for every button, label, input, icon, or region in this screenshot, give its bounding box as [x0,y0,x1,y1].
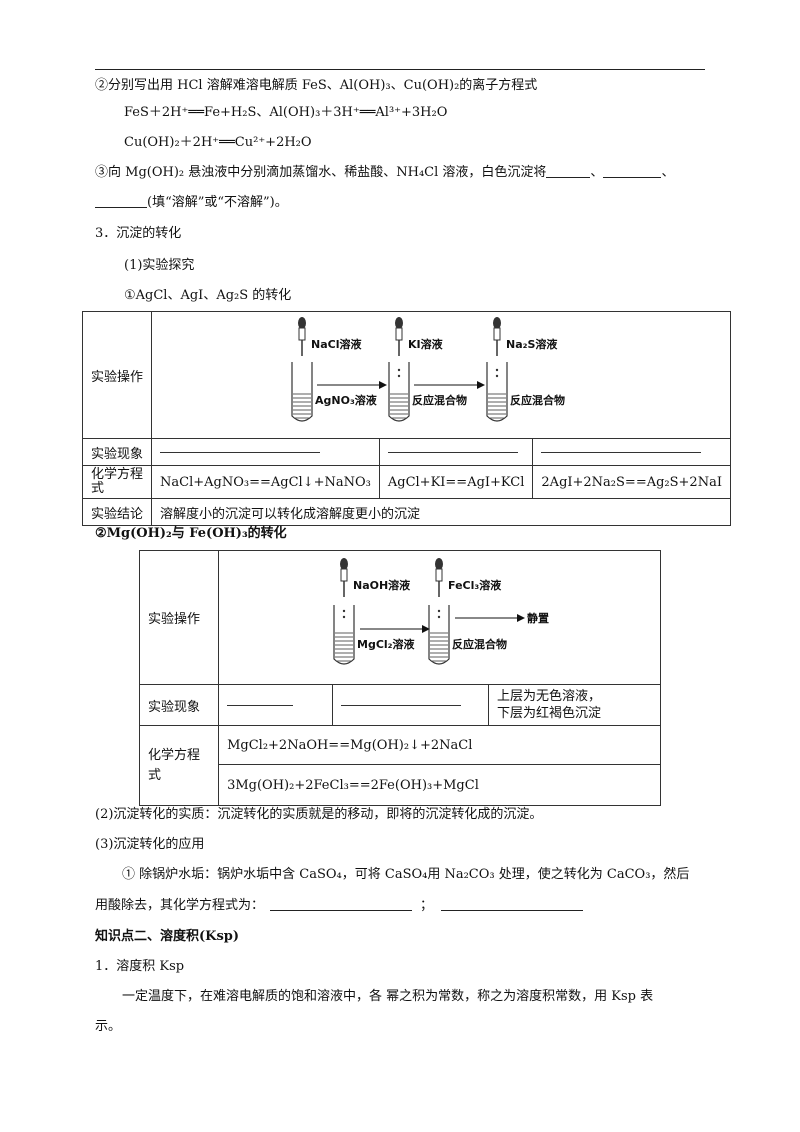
section2b-title: ②Mg(OH)₂与 Fe(OH)₃的转化 [95,526,287,541]
conclusion-cell: 溶解度小的沉淀可以转化成溶解度更小的沉淀 [151,498,731,526]
q3-separator: 、 [661,165,675,180]
tube-label-1: AgNO₃溶液 [315,393,378,407]
answer-blank-eq2[interactable] [441,898,584,911]
boiler-line-2: 用酸除去，其化学方程式为： ； [95,897,584,915]
phenomenon-line-1: 上层为无色溶液， [497,689,602,704]
q3-separator: 、 [590,165,604,180]
answer-blank-eq1[interactable] [270,898,413,911]
equation-fes-aloh3: FeS＋2H⁺══Fe+H₂S、Al(OH)₃＋3H⁺══Al³⁺+3H₂O [124,105,448,120]
test-tube-diagram-1: NaCl溶液 AgNO₃溶液 KI溶液 [291,317,565,422]
answer-blank-hcl[interactable] [603,165,662,178]
test-tube-1: AgNO₃溶液 [291,362,378,422]
q3-text: ③向 Mg(OH)₂ 悬浊液中分别滴加蒸馏水、稀盐酸、NH₄Cl 溶液，白色沉淀… [95,165,547,180]
experiment-diagram-1: NaCl溶液 AgNO₃溶液 KI溶液 [151,311,731,439]
table-mgoh2-feoh3: 实验操作 NaOH溶液 [138,550,661,806]
dropper-label-3: Na₂S溶液 [506,337,558,351]
q3-line-2: (填“溶解”或“不溶解”)。 [95,194,288,212]
ksp-subtitle: 1．溶度积 Ksp [95,959,185,974]
tube-label-mgcl2: MgCl₂溶液 [357,637,415,651]
equation-cell-2: AgCl+KI==AgI+KCl [378,465,534,499]
section3-sub1a: ①AgCl、AgI、Ag₂S 的转化 [124,288,292,303]
application-title: (3)沉淀转化的应用 [95,837,205,852]
dropper-label-1: NaCl溶液 [311,337,362,351]
q2-title: ②分别写出用 HCl 溶解难溶电解质 FeS、Al(OH)₃、Cu(OH)₂的离… [95,78,538,93]
dropper-label-2: KI溶液 [408,337,444,351]
row-label-phenomenon: 实验现象 [81,438,153,466]
row-label-equation: 化学方程式 [81,465,153,499]
q3-line: ③向 Mg(OH)₂ 悬浊液中分别滴加蒸馏水、稀盐酸、NH₄Cl 溶液，白色沉淀… [95,164,674,182]
knowledge2-title: 知识点二、溶度积(Ksp) [95,929,240,944]
phenomenon-cell-a[interactable] [218,684,334,726]
dropper-naoh: NaOH溶液 [340,558,411,597]
dropper-label-naoh: NaOH溶液 [353,578,411,592]
boiler-separator: ； [420,898,434,913]
tube-label-2: 反应混合物 [412,393,467,407]
test-tube-2: 反应混合物 [388,362,467,422]
experiment-diagram-2: NaOH溶液 MgCl₂溶液 FeCl₃溶液 [218,550,661,685]
essence-text: (2)沉淀转化的实质：沉淀转化的实质就是的移动，即将的沉淀转化成的沉淀。 [95,807,543,822]
phenomenon-cell-2[interactable] [378,438,534,466]
boiler-line-1: ① 除锅炉水垢：锅炉水垢中含 CaSO₄，可将 CaSO₄用 Na₂CO₃ 处理… [122,867,690,882]
dropper-label-fecl3: FeCl₃溶液 [448,578,502,592]
phenomenon-cell-1[interactable] [151,438,380,466]
tube-label-mixture: 反应混合物 [452,637,507,651]
phenomenon-cell-3[interactable] [532,438,731,466]
equation-mgoh2-fecl3: 3Mg(OH)₂+2FeCl₃==2Fe(OH)₃+MgCl [218,764,661,806]
section3-title: 3．沉淀的转化 [95,226,182,241]
q3-tail: (填“溶解”或“不溶解”)。 [147,195,288,210]
dropper-1: NaCl溶液 [298,317,362,356]
test-tube-mixture: 反应混合物 [428,605,507,665]
phenomenon-line-2: 下层为红褐色沉淀 [497,706,602,721]
test-tube-mgcl2: MgCl₂溶液 [333,605,416,665]
dropper-2: KI溶液 [395,317,444,356]
row-label-conclusion: 实验结论 [81,498,153,526]
arrow-label-standing: 静置 [527,611,549,625]
row-label-operation: 实验操作 [81,311,153,439]
phenomenon-cell-c: 上层为无色溶液， 下层为红褐色沉淀 [488,684,661,726]
boiler-prompt: 用酸除去，其化学方程式为： [95,898,265,913]
dropper-3: Na₂S溶液 [493,317,558,356]
answer-blank-nh4cl[interactable] [95,195,147,208]
row-label-phenomenon-2: 实验现象 [138,684,220,726]
equation-cuoh2: Cu(OH)₂＋2H⁺══Cu²⁺+2H₂O [124,135,312,150]
test-tube-diagram-2: NaOH溶液 MgCl₂溶液 FeCl₃溶液 [333,558,549,665]
equation-mgcl2: MgCl₂+2NaOH==Mg(OH)₂↓+2NaCl [218,725,661,765]
dropper-fecl3: FeCl₃溶液 [435,558,502,597]
header-rule [95,69,705,70]
ksp-para-line-2: 示。 [95,1019,122,1034]
section3-sub1: (1)实验探究 [124,258,195,273]
table-agcl-agi-ag2s: 实验操作 NaCl溶液 [81,311,731,526]
ksp-para-line-1: 一定温度下，在难溶电解质的饱和溶液中，各 幂之积为常数，称之为溶度积常数，用 K… [122,989,654,1004]
equation-cell-3: 2AgI+2Na₂S==Ag₂S+2NaI [532,465,731,499]
phenomenon-cell-b[interactable] [332,684,490,726]
answer-blank-water[interactable] [546,165,591,178]
tube-label-3: 反应混合物 [510,393,565,407]
row-label-operation-2: 实验操作 [138,550,220,685]
test-tube-3: 反应混合物 [486,362,565,422]
equation-cell-1: NaCl+AgNO₃==AgCl↓+NaNO₃ [151,465,380,499]
row-label-equation-2: 化学方程式 [138,725,220,806]
